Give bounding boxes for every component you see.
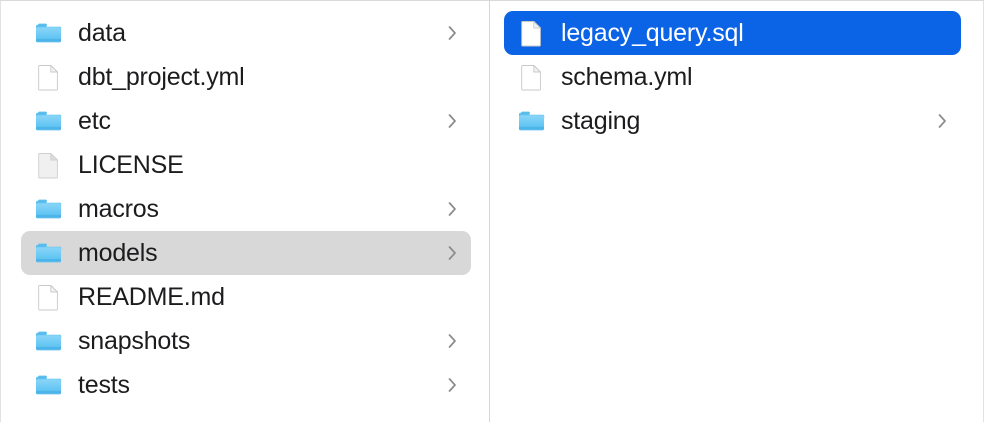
chevron-right-icon [447,112,459,130]
folder-icon [517,107,546,136]
folder-icon [34,371,63,400]
file-name-label: macros [78,194,159,223]
file-name-label: legacy_query.sql [561,18,744,47]
file-row[interactable]: staging [504,99,961,143]
chevron-right-icon [447,376,459,394]
generic-document-icon [34,151,63,180]
folder-icon [34,195,63,224]
file-name-label: tests [78,370,130,399]
file-name-label: LICENSE [78,150,184,179]
file-row[interactable]: models [21,231,471,275]
file-name-label: data [78,18,126,47]
file-name-label: dbt_project.yml [78,62,245,91]
chevron-right-icon [447,244,459,262]
folder-icon [34,107,63,136]
file-row[interactable]: snapshots [21,319,471,363]
folder-icon [34,19,63,48]
file-row[interactable]: macros [21,187,471,231]
file-row[interactable]: schema.yml [504,55,961,99]
chevron-right-icon [447,332,459,350]
file-row[interactable]: dbt_project.yml [21,55,471,99]
file-name-label: models [78,238,158,267]
file-name-label: schema.yml [561,62,693,91]
file-icon [34,63,63,92]
file-column-models: legacy_query.sql schema.yml staging [490,1,984,422]
file-row[interactable]: etc [21,99,471,143]
chevron-right-icon [937,112,949,130]
file-row[interactable]: data [21,11,471,55]
chevron-right-icon [447,200,459,218]
file-row[interactable]: README.md [21,275,471,319]
file-row[interactable]: legacy_query.sql [504,11,961,55]
file-name-label: staging [561,106,641,135]
file-name-label: snapshots [78,326,191,355]
file-icon [517,63,546,92]
file-row[interactable]: tests [21,363,471,407]
file-row[interactable]: LICENSE [21,143,471,187]
folder-icon [34,239,63,268]
file-name-label: etc [78,106,111,135]
file-icon [517,19,546,48]
folder-icon [34,327,63,356]
chevron-right-icon [447,24,459,42]
file-list-models: legacy_query.sql schema.yml staging [490,1,983,143]
file-name-label: README.md [78,282,225,311]
file-icon [34,283,63,312]
